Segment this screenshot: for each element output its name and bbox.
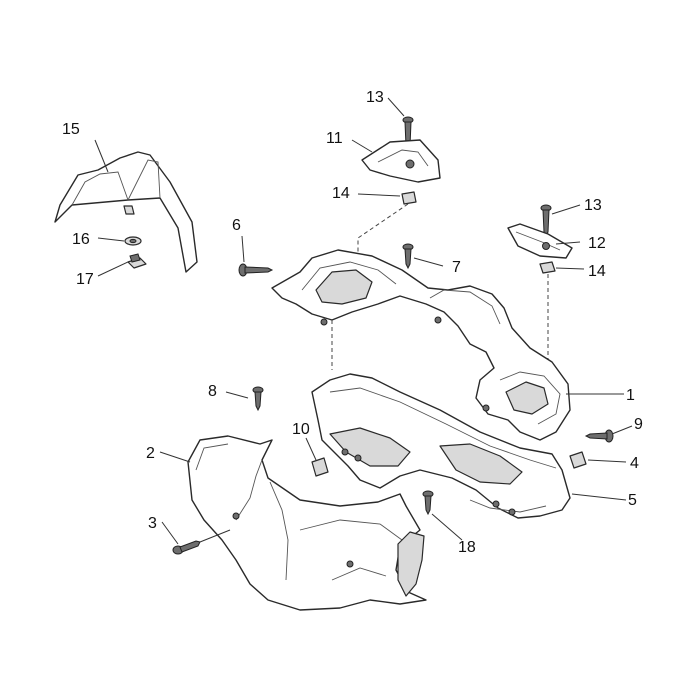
part-6-screw bbox=[238, 263, 274, 277]
callout-4: 4 bbox=[630, 455, 639, 472]
part-5-front-cover bbox=[311, 373, 571, 519]
callout-10: 10 bbox=[292, 421, 310, 438]
part-16-washer bbox=[124, 236, 142, 246]
callout-2: 2 bbox=[146, 445, 155, 462]
part-10-nut bbox=[311, 457, 329, 477]
part-8-screw bbox=[252, 386, 264, 412]
callout-16: 16 bbox=[72, 231, 90, 248]
callout-12: 12 bbox=[588, 235, 606, 252]
callout-8: 8 bbox=[208, 383, 217, 400]
callout-3: 3 bbox=[148, 515, 157, 532]
callout-7: 7 bbox=[452, 259, 461, 276]
leader-lines bbox=[94, 97, 633, 545]
callout-9: 9 bbox=[634, 416, 643, 433]
callout-13-right: 13 bbox=[584, 197, 602, 214]
part-9-screw bbox=[584, 429, 614, 443]
part-12-mount-cover bbox=[507, 223, 573, 259]
callout-15: 15 bbox=[62, 121, 80, 138]
part-17-clip bbox=[127, 253, 147, 269]
callout-5: 5 bbox=[628, 492, 637, 509]
part-14-nut-right bbox=[539, 261, 556, 274]
callout-18: 18 bbox=[458, 539, 476, 556]
part-3-screw bbox=[172, 540, 201, 555]
part-7-screw bbox=[402, 243, 414, 270]
part-2-front-shield bbox=[187, 435, 427, 611]
part-14-nut-top bbox=[401, 191, 417, 205]
part-15-headlight-cover bbox=[54, 151, 198, 273]
callout-13-top: 13 bbox=[366, 89, 384, 106]
part-4-clip bbox=[569, 451, 587, 469]
callout-17: 17 bbox=[76, 271, 94, 288]
part-18-screw bbox=[422, 490, 434, 516]
callout-11: 11 bbox=[326, 130, 343, 147]
callout-14-right: 14 bbox=[588, 263, 606, 280]
callout-14-top: 14 bbox=[332, 185, 350, 202]
callout-6: 6 bbox=[232, 217, 241, 234]
leader-3-dash bbox=[199, 529, 231, 543]
part-11-mount-cover bbox=[361, 139, 441, 183]
callout-labels: 1 2 3 4 5 6 7 8 9 10 11 12 13 13 14 14 1… bbox=[62, 89, 643, 556]
part-1-rear-handlebar-cover bbox=[271, 249, 571, 441]
callout-1: 1 bbox=[626, 387, 635, 404]
